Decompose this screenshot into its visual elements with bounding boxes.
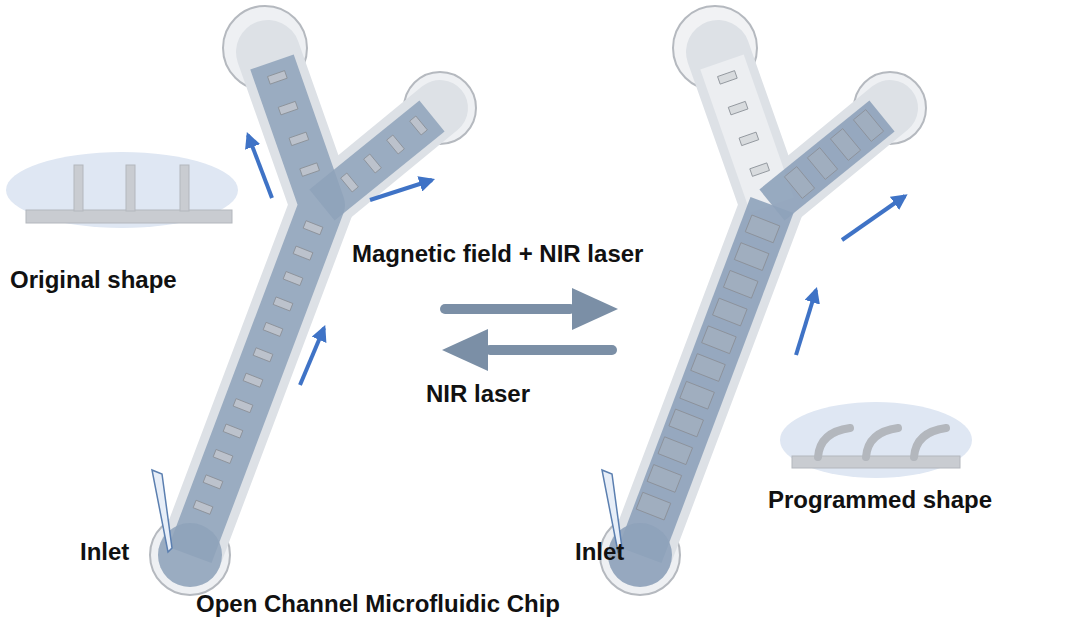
pipette xyxy=(152,470,622,552)
pillar xyxy=(243,373,263,387)
pillar xyxy=(263,322,283,336)
pillar xyxy=(680,381,715,409)
pillar xyxy=(289,132,309,145)
pillar xyxy=(364,154,382,173)
pillar xyxy=(193,500,213,514)
text-label: Magnetic field + NIR laser xyxy=(352,240,643,269)
pillar xyxy=(713,298,748,326)
comb-original xyxy=(26,165,232,223)
pillar xyxy=(723,270,758,298)
pillar xyxy=(387,135,405,154)
pillar xyxy=(303,221,323,235)
pillar xyxy=(750,163,770,176)
pillar xyxy=(658,437,693,465)
text-label: Open Channel Microfluidic Chip xyxy=(196,590,560,619)
pillar xyxy=(223,424,243,438)
pillar xyxy=(718,71,738,84)
pillar xyxy=(293,246,313,260)
pillar xyxy=(728,101,748,114)
pillar xyxy=(691,354,726,382)
pillar xyxy=(784,167,814,199)
text-label: Inlet xyxy=(80,538,129,567)
pillar xyxy=(273,297,293,311)
pillar xyxy=(734,243,769,271)
pillar xyxy=(341,173,359,192)
pillar xyxy=(268,71,288,84)
pillar xyxy=(830,129,860,161)
pillar xyxy=(745,215,780,243)
text-label: NIR laser xyxy=(426,380,530,409)
pillar xyxy=(410,116,428,135)
flow-arrow xyxy=(248,135,905,385)
text-label: Inlet xyxy=(575,538,624,567)
pillar xyxy=(253,348,273,362)
text-label: Programmed shape xyxy=(768,486,992,515)
pillar xyxy=(283,272,303,286)
pillar xyxy=(300,163,320,176)
pillar xyxy=(203,475,223,489)
pillar xyxy=(739,132,759,145)
chip-original xyxy=(150,6,476,595)
pillar xyxy=(807,148,837,180)
pillar xyxy=(647,465,682,493)
pillar xyxy=(853,110,883,142)
pillar xyxy=(669,409,704,437)
pillar xyxy=(278,101,298,114)
pillar xyxy=(233,399,253,413)
pillar xyxy=(213,449,233,463)
inset-ellipse xyxy=(6,152,238,228)
pillar xyxy=(702,326,737,354)
transition-arrows xyxy=(440,288,618,371)
text-label: Original shape xyxy=(10,266,177,295)
pillar xyxy=(636,492,671,520)
comb-programmed xyxy=(792,428,960,468)
inset-ellipse xyxy=(780,402,972,478)
